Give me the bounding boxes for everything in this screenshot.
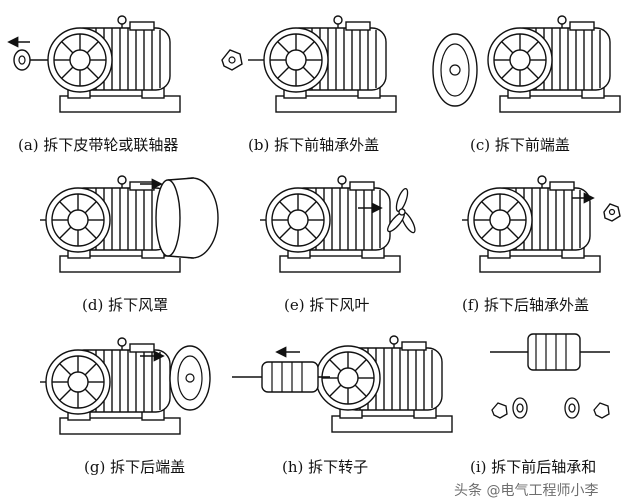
caption-g: (g) 拆下后端盖 [84, 458, 186, 476]
caption-d: (d) 拆下风罩 [82, 296, 169, 314]
panel-b-drawing [221, 15, 397, 113]
caption-b: (b) 拆下前轴承外盖 [248, 136, 380, 154]
caption-h: (h) 拆下转子 [282, 458, 369, 476]
watermark: 头条 @电气工程师小李 [454, 483, 599, 499]
panel-c-drawing [432, 15, 621, 113]
panel-d-drawing [40, 175, 219, 273]
panel-h-drawing [232, 335, 453, 433]
caption-f: (f) 拆下后轴承外盖 [462, 296, 590, 314]
caption-i: (i) 拆下前后轴承和 [470, 458, 597, 476]
panel-f-drawing [462, 175, 621, 273]
caption-e: (e) 拆下风叶 [284, 296, 370, 314]
panel-e-drawing [260, 175, 416, 273]
panel-i-drawing [490, 333, 610, 419]
caption-a: (a) 拆下皮带轮或联轴器 [18, 136, 179, 154]
caption-c: (c) 拆下前端盖 [470, 136, 570, 154]
panel-a-drawing [7, 15, 181, 113]
panel-g-drawing [40, 337, 211, 435]
